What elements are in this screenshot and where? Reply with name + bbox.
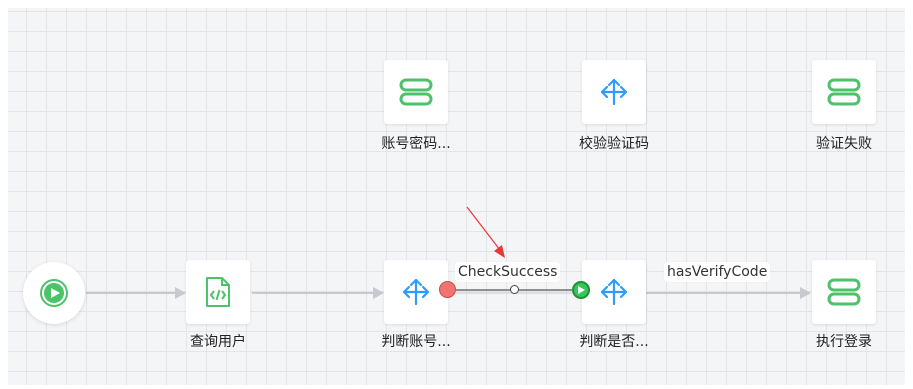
- storage-icon: [827, 78, 861, 106]
- branch-icon: [600, 278, 628, 306]
- play-icon: [578, 286, 585, 294]
- node-verify-code-label: 校验验证码: [579, 136, 649, 152]
- edge-arrowhead: [373, 287, 384, 299]
- edge-label-check-success[interactable]: CheckSuccess: [455, 262, 561, 282]
- start-node[interactable]: [23, 262, 85, 324]
- node-account-password[interactable]: [384, 60, 448, 124]
- edge-target-port[interactable]: [572, 281, 590, 299]
- node-judge-account[interactable]: [384, 260, 448, 324]
- node-verify-failed[interactable]: [812, 60, 876, 124]
- edge-arrowhead: [800, 287, 811, 299]
- annotation-arrow: [466, 206, 501, 251]
- edge-arrowhead: [175, 287, 186, 299]
- edge-label-has-verify-code[interactable]: hasVerifyCode: [664, 262, 771, 282]
- branch-icon: [600, 78, 628, 106]
- edge-midpoint-handle[interactable]: [510, 285, 519, 294]
- node-verify-code[interactable]: [582, 60, 646, 124]
- node-execute-login-label: 执行登录: [816, 334, 872, 350]
- storage-icon: [399, 78, 433, 106]
- annotation-arrowhead: [494, 245, 505, 258]
- node-execute-login[interactable]: [812, 260, 876, 324]
- play-icon: [40, 279, 68, 307]
- node-account-password-label: 账号密码...: [381, 136, 451, 152]
- node-judge-whether-label: 判断是否...: [579, 334, 649, 350]
- node-judge-account-label: 判断账号...: [381, 334, 451, 350]
- branch-icon: [402, 278, 430, 306]
- node-verify-failed-label: 验证失败: [816, 136, 872, 152]
- edge-source-port[interactable]: [439, 281, 456, 298]
- flow-canvas[interactable]: [8, 8, 905, 385]
- node-judge-whether[interactable]: [582, 260, 646, 324]
- storage-icon: [827, 278, 861, 306]
- node-query-user-label: 查询用户: [190, 334, 246, 350]
- node-query-user[interactable]: [186, 260, 250, 324]
- code-file-icon: [206, 277, 230, 307]
